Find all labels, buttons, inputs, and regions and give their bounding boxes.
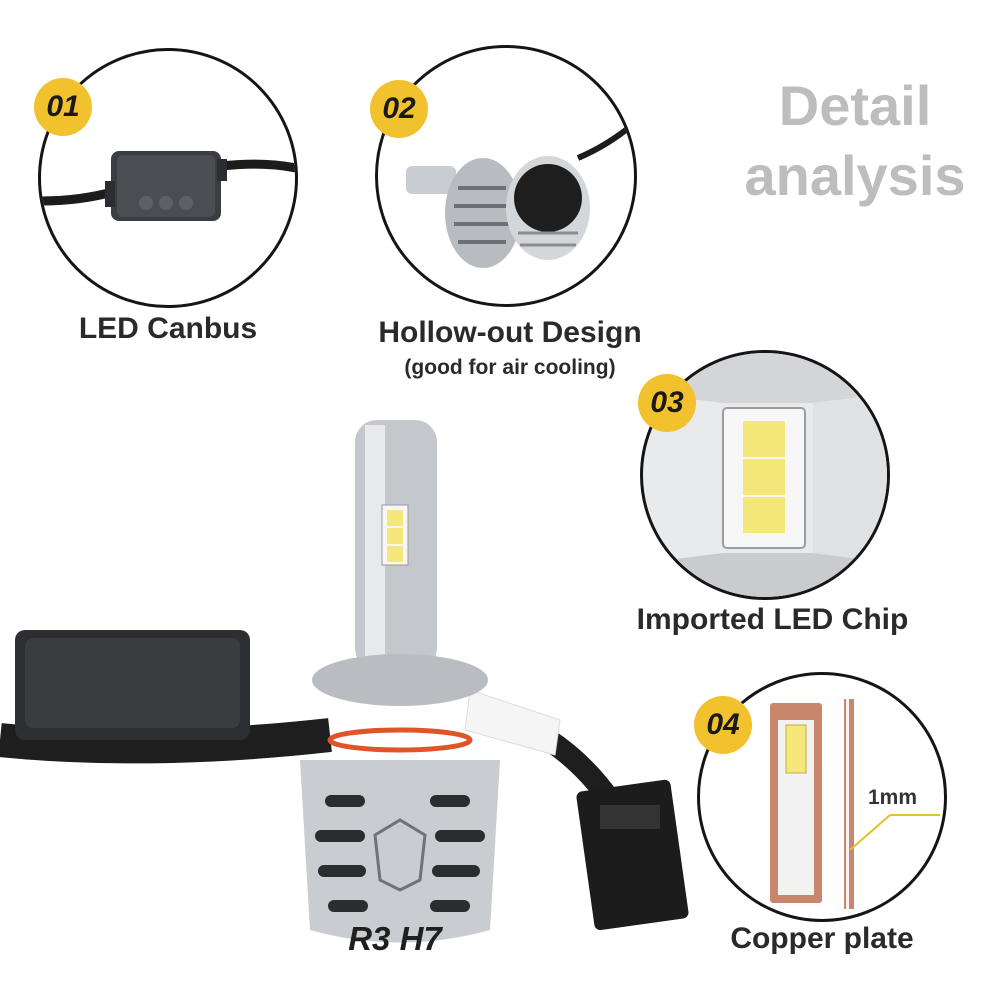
- thickness-label: 1mm: [868, 786, 918, 809]
- badge-03: 03: [638, 374, 696, 432]
- product-model-label: R3 H7: [348, 920, 442, 957]
- badge-04: 04: [694, 696, 752, 754]
- hollow-heatsink-image: [406, 119, 634, 268]
- main-product-image: [0, 420, 689, 943]
- copper-plate-image: [770, 699, 940, 909]
- headline: Detail analysis: [720, 78, 990, 204]
- headline-line-1: Detail: [778, 74, 932, 137]
- caption-imported-led-chip: Imported LED Chip: [636, 603, 909, 636]
- canbus-module-image: [41, 151, 295, 221]
- caption-hollow-out-design: Hollow-out Design: [378, 316, 642, 349]
- badge-01: 01: [34, 78, 92, 136]
- subcaption-air-cooling: (good for air cooling): [404, 356, 616, 379]
- badge-02: 02: [370, 80, 428, 138]
- headline-line-2: analysis: [744, 144, 966, 207]
- caption-led-canbus: LED Canbus: [78, 312, 258, 345]
- caption-copper-plate: Copper plate: [730, 922, 914, 955]
